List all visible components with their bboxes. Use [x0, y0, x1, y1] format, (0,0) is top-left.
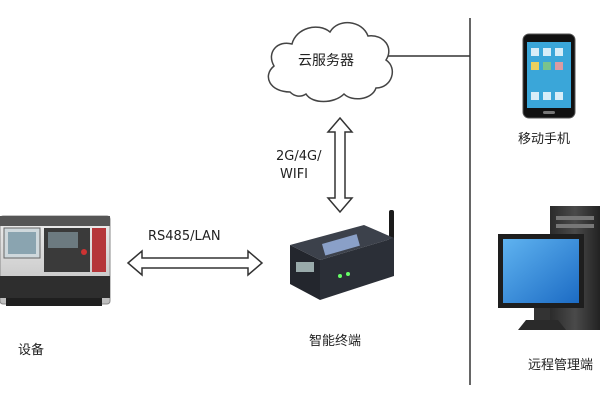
- phone-label: 移动手机: [518, 132, 571, 147]
- rs485-lan-label: RS485/LAN: [148, 229, 221, 244]
- terminal-label: 智能终端: [309, 334, 362, 349]
- machine-label: 设备: [18, 343, 45, 358]
- machine-icon: [0, 215, 111, 306]
- horizontal-double-arrow: [126, 249, 264, 277]
- wireless-label-line2: WIFI: [280, 167, 308, 182]
- pc-icon: [498, 206, 600, 330]
- cloud-icon: [267, 22, 394, 103]
- terminal-icon: [290, 210, 394, 300]
- vertical-double-arrow: [326, 116, 354, 214]
- phone-icon: [522, 33, 576, 119]
- wireless-label-line1: 2G/4G/: [276, 149, 322, 164]
- cloud-label: 云服务器: [298, 53, 354, 69]
- pc-label: 远程管理端: [528, 358, 594, 373]
